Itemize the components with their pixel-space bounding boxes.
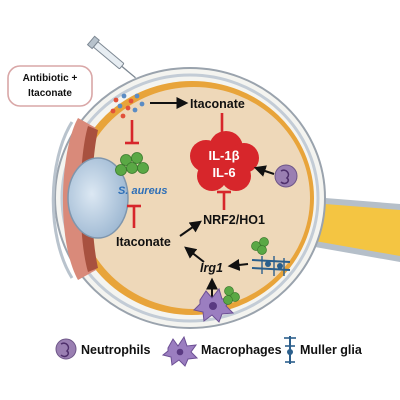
treatment-label: Antibiotic + Itaconate — [7, 65, 93, 107]
arrow-irg1-to-itaconate — [184, 246, 205, 263]
inhibit-drug-bacteria — [125, 120, 139, 145]
lens — [67, 157, 129, 239]
legend-muller-glia-label: Muller glia — [300, 343, 363, 357]
irg1-label: Irg1 — [200, 261, 223, 275]
arrow-neutrophil-to-cytokines — [253, 165, 275, 177]
inhibit-nrf2-cytokines — [217, 190, 231, 210]
treatment-label-line2: Itaconate — [28, 88, 72, 99]
itaconate-top-label: Itaconate — [190, 97, 245, 111]
legend-muller-glia-icon — [284, 336, 296, 364]
legend-neutrophil-icon — [55, 338, 77, 360]
muller-glia-cells — [251, 256, 291, 276]
macrophage-cell — [193, 286, 240, 323]
neutrophil-cell — [274, 164, 298, 188]
il1b-label: IL-1β — [208, 148, 239, 163]
treatment-label-line1: Antibiotic + — [23, 73, 78, 84]
il6-label: IL-6 — [212, 165, 235, 180]
legend-neutrophils-label: Neutrophils — [81, 343, 150, 357]
bacteria-near-glia — [251, 237, 269, 255]
legend: Neutrophils Macrophages Muller glia — [55, 335, 363, 367]
legend-macrophages-label: Macrophages — [201, 343, 282, 357]
s-aureus-cluster — [115, 152, 149, 176]
arrow-glia-to-irg1 — [227, 258, 249, 271]
itaconate-mid-label: Itaconate — [116, 235, 171, 249]
legend-macrophage-icon — [161, 335, 199, 367]
cytokine-cloud — [190, 131, 259, 191]
nrf2-label: NRF2/HO1 — [203, 213, 265, 227]
inhibit-itaconate-bacteria — [127, 204, 141, 228]
syringe-icon — [86, 35, 136, 79]
sclera-edge — [60, 73, 320, 323]
arrow-itaconate-to-nrf2 — [179, 220, 202, 237]
s-aureus-label: S. aureus — [118, 185, 168, 197]
drug-particles — [110, 93, 145, 119]
